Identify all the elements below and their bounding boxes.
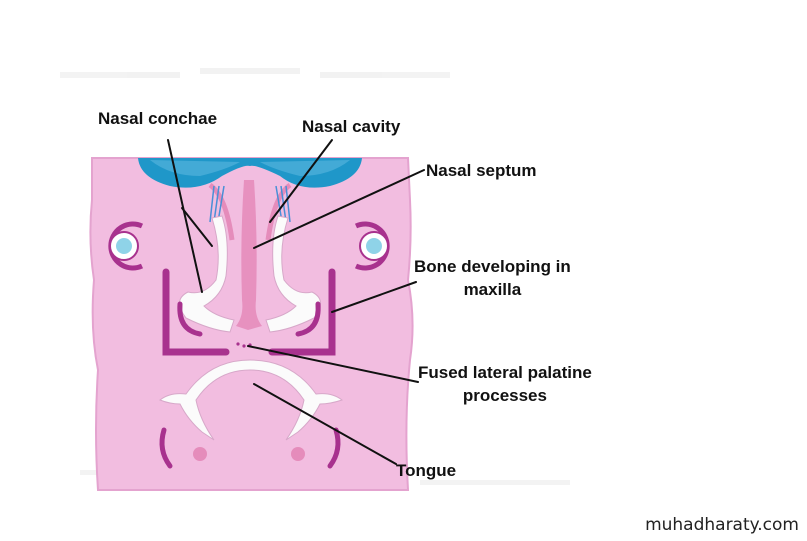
watermark-text: muhadharaty.com: [645, 515, 799, 535]
tongue-shape: [159, 359, 344, 441]
left-jaw-bone: [159, 427, 173, 469]
label-bone-developing-line2: maxilla: [463, 279, 522, 299]
left-maxilla-bone-inner: [177, 301, 203, 337]
nasal-septum-shape: [236, 180, 262, 330]
leader-nasal-cavity: [269, 139, 333, 223]
right-tooth-bud: [291, 447, 305, 461]
left-eye: [108, 221, 144, 271]
label-fused-palatine: Fused lateral palatine processes: [418, 362, 592, 408]
label-bone-developing-line1: Bone developing in: [414, 257, 571, 276]
right-maxilla-bone-inner: [295, 301, 321, 337]
label-tongue: Tongue: [396, 461, 457, 480]
label-nasal-conchae: Nasal conchae: [98, 109, 218, 128]
label-fused-palatine-line1: Fused lateral palatine: [418, 363, 592, 382]
leader-nasal-septum: [253, 169, 425, 249]
leader-fused-palatine: [247, 345, 419, 383]
leader-nasal-conchae: [167, 139, 203, 293]
left-maxilla-bone: [162, 268, 230, 356]
right-eye: [354, 221, 390, 271]
leader-nasal-conchae-2: [181, 207, 213, 247]
label-fused-palatine-line2: processes: [462, 385, 547, 405]
septum-arches: [208, 182, 292, 241]
blue-roof-highlight-right: [260, 160, 350, 176]
label-nasal-cavity: Nasal cavity: [302, 117, 401, 136]
leader-tongue: [253, 383, 397, 465]
label-bone-developing: Bone developing in maxilla: [414, 256, 571, 302]
leader-lines: [167, 139, 425, 465]
left-nasal-concha: [179, 215, 235, 333]
leader-bone-developing: [331, 281, 417, 313]
left-tooth-bud: [193, 447, 207, 461]
right-jaw-bone: [327, 427, 341, 469]
right-maxilla-bone: [268, 268, 336, 356]
right-nasal-concha: [265, 215, 321, 333]
label-nasal-septum: Nasal septum: [426, 161, 537, 180]
